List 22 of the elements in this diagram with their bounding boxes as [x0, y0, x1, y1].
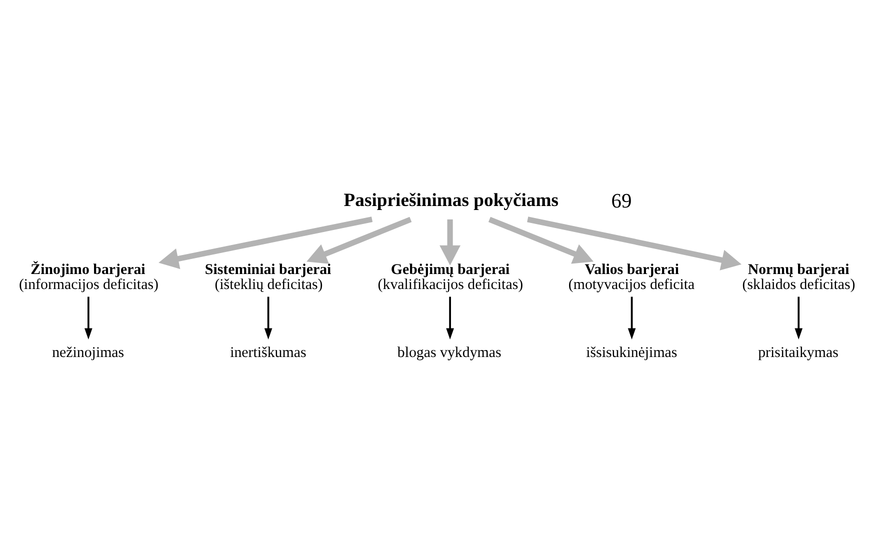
arrow	[440, 218, 461, 265]
node-text: inertiškumas	[230, 344, 306, 361]
arrow	[794, 296, 803, 339]
node-text: prisitaikymas	[758, 344, 838, 361]
node-text: nežinojimas	[52, 344, 124, 361]
node-text: Žinojimo barjerai (informacijos deficitas)	[18, 262, 158, 292]
label: 69	[611, 190, 632, 212]
arrow	[264, 296, 272, 339]
node-text: Sisteminiai barjerai (išteklių deficitas)	[204, 262, 332, 292]
arrow	[527, 216, 742, 270]
node-text: Normų barjerai (sklaidos deficitas)	[742, 262, 856, 292]
arrow	[488, 216, 594, 264]
arrow	[628, 296, 636, 339]
node-text: Pasipriešinimas pokyčiams	[344, 190, 559, 211]
node-text: Valios barjerai (motyvacijos deficita	[568, 262, 695, 292]
arrow	[446, 296, 454, 339]
arrow	[84, 296, 92, 339]
node-text: blogas vykdymas	[397, 344, 502, 361]
arrow	[158, 216, 373, 269]
arrow	[306, 216, 412, 264]
node-text: Gebėjimų barjerai (kvalifikacijos deficitas)	[378, 262, 524, 292]
node-text: išsisukinėjimas	[586, 344, 678, 361]
